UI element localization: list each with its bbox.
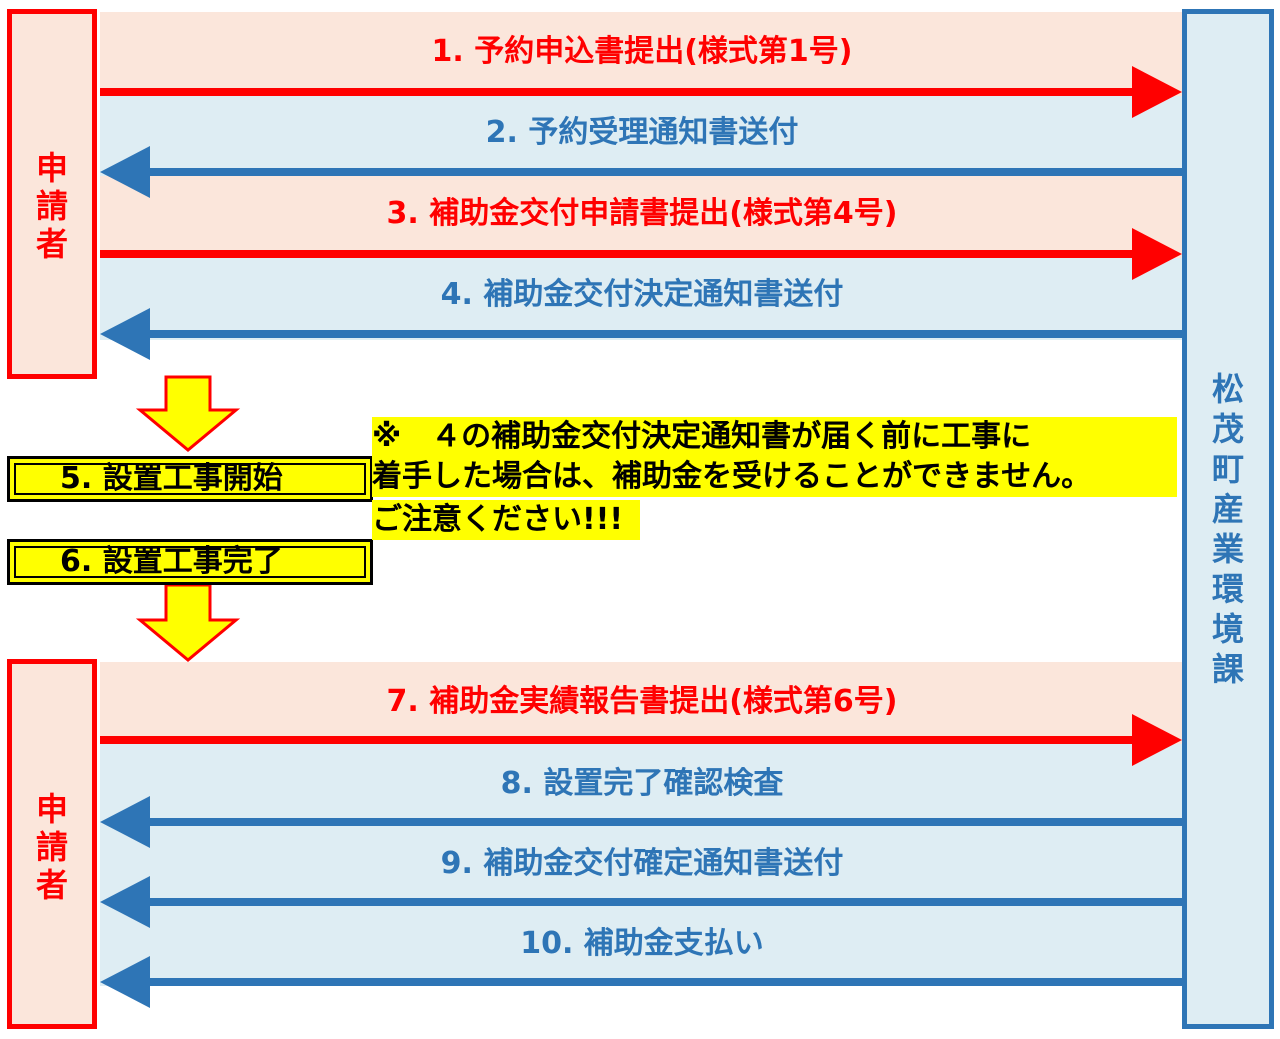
down-arrow-1: [135, 375, 241, 452]
office-box: 松茂町産業環境課: [1182, 9, 1274, 1029]
down-arrow-2: [135, 583, 241, 662]
step-7-label: 7. 補助金実績報告書提出(様式第6号): [386, 684, 898, 719]
step-4-label: 4. 補助金交付決定通知書送付: [440, 277, 844, 312]
step-5-box: 5. 設置工事開始: [7, 456, 373, 502]
warning-note-line-3: ご注意ください!!!: [372, 500, 640, 540]
applicant-box-top: 申請者: [7, 9, 97, 379]
warning-note-line-1: ※ ４の補助金交付決定通知書が届く前に工事に: [372, 417, 1177, 457]
applicant-label-bottom: 申請者: [35, 790, 68, 904]
band-step-10: [100, 904, 1184, 986]
band-step-4: [100, 258, 1184, 340]
step-6-box: 6. 設置工事完了: [7, 539, 373, 585]
band-step-2: [100, 96, 1184, 176]
arrow-step-3: [100, 228, 1182, 280]
warning-note-line-2: 着手した場合は、補助金を受けることができません。: [372, 457, 1177, 497]
step-6-label: 6. 設置工事完了: [60, 544, 283, 579]
step-5-label: 5. 設置工事開始: [60, 461, 283, 496]
step-8-label: 8. 設置完了確認検査: [500, 766, 784, 801]
arrow-step-7: [100, 714, 1182, 766]
step-10-label: 10. 補助金支払い: [520, 926, 764, 961]
applicant-box-bottom: 申請者: [7, 659, 97, 1029]
step-3-label: 3. 補助金交付申請書提出(様式第4号): [386, 196, 898, 231]
office-label: 松茂町産業環境課: [1211, 370, 1244, 688]
step-9-label: 9. 補助金交付確定通知書送付: [440, 846, 844, 881]
band-step-3: [100, 176, 1184, 258]
band-step-7: [100, 662, 1184, 744]
arrow-step-10: [100, 956, 1182, 1008]
step-1-label: 1. 予約申込書提出(様式第1号): [431, 34, 853, 69]
applicant-label-top: 申請者: [35, 149, 68, 263]
band-step-8: [100, 744, 1184, 824]
arrow-step-9: [100, 876, 1182, 928]
step-2-label: 2. 予約受理通知書送付: [485, 115, 799, 150]
arrow-step-4: [100, 308, 1182, 360]
arrow-step-1: [100, 66, 1182, 118]
arrow-step-8: [100, 796, 1182, 848]
band-step-1: [100, 12, 1184, 96]
band-step-9: [100, 824, 1184, 904]
arrow-step-2: [100, 146, 1182, 198]
